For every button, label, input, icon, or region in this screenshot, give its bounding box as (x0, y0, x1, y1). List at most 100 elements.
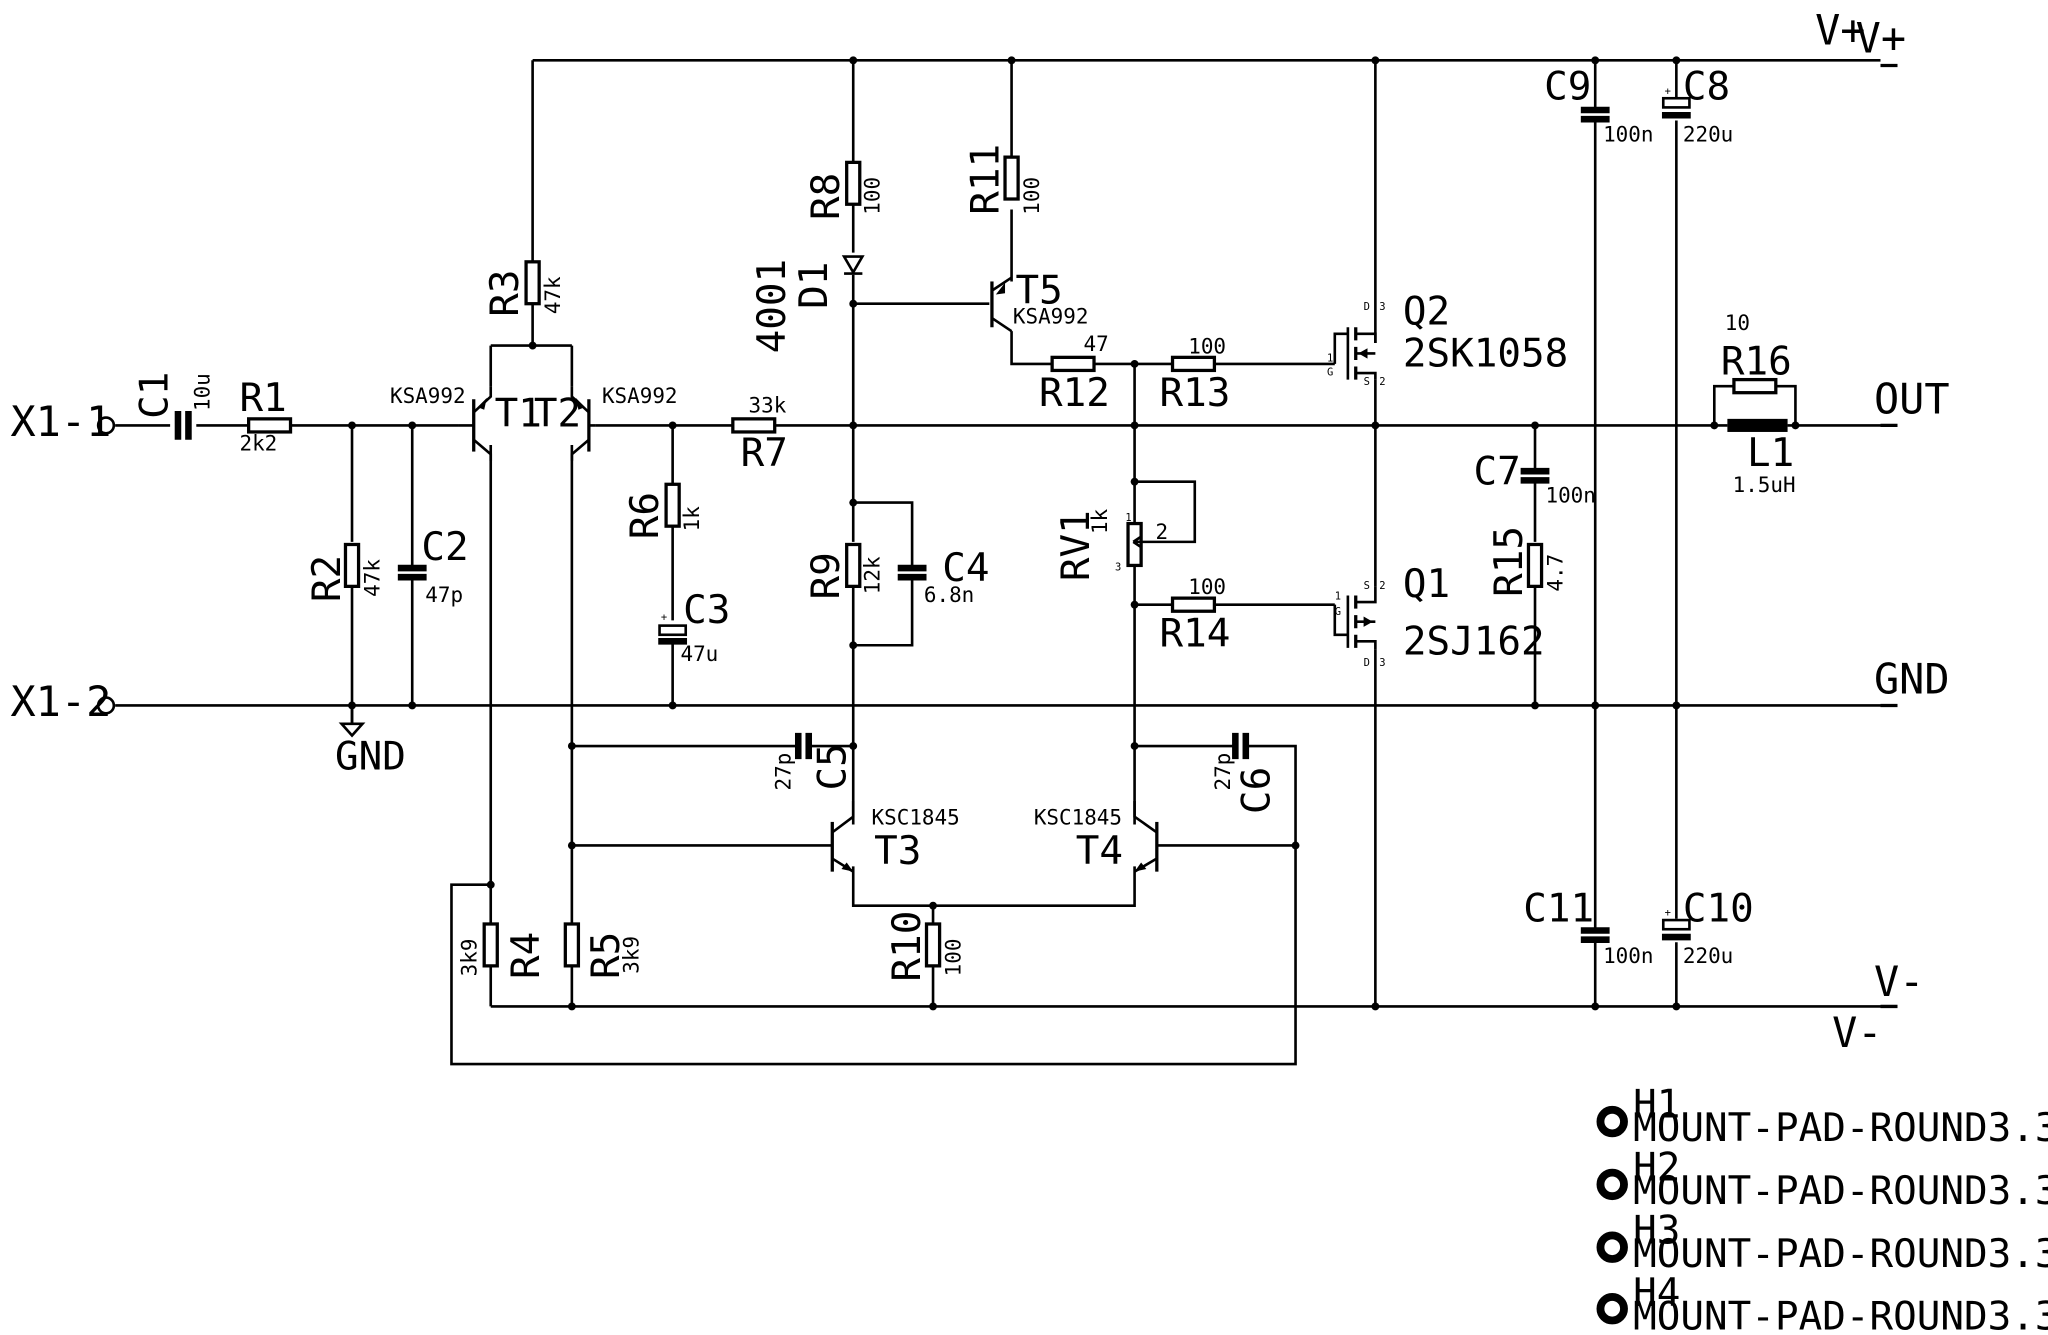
ref-r6: R6 (623, 492, 668, 539)
ref-r12: R12 (1039, 371, 1110, 416)
ref-r8: R8 (804, 173, 849, 220)
diode-d1-symbol (841, 255, 865, 275)
q2-pin-2: 2 (1379, 376, 1385, 388)
polarized-capacitor-symbols: + + + (658, 85, 1691, 941)
resistor-r6-symbol (664, 482, 681, 528)
q2-pin-g: G (1327, 367, 1333, 379)
ref-t4: T4 (1076, 829, 1123, 874)
resistor-r2-symbol (343, 542, 361, 589)
ref-r10: R10 (885, 911, 930, 982)
ref-r14: R14 (1159, 612, 1230, 657)
resistor-r5-symbol (563, 922, 581, 968)
terminal-x1-2-icon[interactable] (96, 696, 116, 715)
svg-text:+: + (661, 611, 667, 623)
value-c5: 27p (771, 753, 795, 791)
value-c11: 100n (1603, 944, 1653, 968)
net-label-vplus: V+ (1815, 6, 1865, 55)
ref-c6: C6 (1234, 767, 1279, 814)
value-t3: KSC1845 (872, 806, 960, 830)
value-r16: 10 (1725, 311, 1750, 335)
q1-pin-s: S (1364, 580, 1370, 592)
ref-r11: R11 (963, 144, 1008, 215)
ref-r5: R5 (584, 932, 629, 979)
transistor-t2-symbol (570, 386, 596, 461)
capacitor-symbols (174, 106, 1610, 943)
ref-d1: D1 (792, 262, 837, 309)
value-c8: 220u (1683, 122, 1733, 146)
q2-pin-s: S (1364, 376, 1370, 388)
ref-r1: R1 (239, 376, 286, 421)
ref-t3: T3 (874, 829, 921, 874)
value-c9: 100n (1603, 122, 1653, 146)
resistor-r9-symbol (845, 542, 862, 589)
rv1-pin-3: 3 (1115, 562, 1121, 574)
resistor-r16-symbol (1732, 377, 1778, 395)
ref-r7: R7 (741, 431, 788, 476)
ref-l1: L1 (1747, 431, 1794, 476)
value-h4: MOUNT-PAD-ROUND3.3 (1633, 1295, 2048, 1335)
value-rv1: 1k (1088, 508, 1112, 534)
ref-c10: C10 (1683, 886, 1754, 931)
resistor-r12-symbol (1050, 355, 1096, 373)
q2-pin-d: D (1364, 301, 1370, 313)
q1-pin-2: 2 (1379, 580, 1385, 592)
ref-h2: H2 (1633, 1145, 1680, 1190)
value-r2: 47k (361, 559, 385, 597)
mosfet-q2-symbol (1333, 327, 1377, 380)
ref-c11: C11 (1523, 886, 1594, 931)
ref-h3: H3 (1633, 1208, 1680, 1253)
net-label-out: OUT (1874, 375, 1950, 424)
svg-text:+: + (1665, 85, 1671, 97)
value-d1: 4001 (750, 259, 795, 354)
ref-c4: C4 (942, 546, 989, 591)
net-label-x1-2: X1-2 (10, 677, 111, 726)
resistor-r15-symbol (1526, 542, 1544, 589)
value-r4: 3k9 (457, 939, 481, 977)
terminal-x1-1-icon[interactable] (96, 416, 116, 435)
value-r11: 100 (1020, 177, 1044, 215)
ground-symbol-icon (338, 722, 366, 738)
q1-pin-3: 3 (1379, 657, 1385, 669)
value-q2: 2SK1058 (1403, 332, 1568, 377)
value-c10: 220u (1683, 944, 1733, 968)
ref-t1: T1 (495, 392, 542, 437)
ref-c3: C3 (683, 588, 730, 633)
ref-r9: R9 (804, 552, 849, 599)
value-t2: KSA992 (602, 384, 678, 408)
value-c7: 100n (1545, 484, 1595, 508)
value-c4: 6.8n (924, 583, 974, 607)
value-c2: 47p (425, 583, 463, 607)
value-h1: MOUNT-PAD-ROUND3.3 (1633, 1106, 2048, 1151)
net-label-gnd: GND (1874, 655, 1950, 704)
transistor-t1-symbol (458, 386, 493, 461)
q1-pin-1: 1 (1335, 590, 1341, 602)
transistor-t3-symbol (830, 800, 855, 873)
ref-r2: R2 (305, 555, 350, 602)
resistor-r3-symbol (524, 260, 541, 306)
ref-c8: C8 (1683, 65, 1730, 110)
value-c3: 47u (680, 642, 718, 666)
ref-q1: Q1 (1403, 562, 1450, 607)
ref-c2: C2 (421, 525, 468, 570)
net-label-x1-1: X1-1 (10, 397, 111, 446)
net-label-vminus: V- (1874, 957, 1924, 1006)
value-h3: MOUNT-PAD-ROUND3.3 (1633, 1232, 2048, 1277)
ref-c9: C9 (1544, 65, 1591, 110)
mosfet-q1-symbol (1333, 586, 1377, 650)
ref-c1: C1 (133, 372, 178, 419)
mounting-hole-pads (1596, 1105, 1628, 1325)
inductor-l1-symbol (1727, 418, 1788, 432)
ref-h1: H1 (1633, 1083, 1680, 1128)
value-t5: KSA992 (1013, 304, 1089, 328)
resistor-r8-symbol (845, 160, 862, 206)
value-l1: 1.5uH (1733, 473, 1796, 497)
value-r6: 1k (680, 506, 704, 532)
q1-pin-g: G (1335, 606, 1341, 618)
value-t4: KSC1845 (1034, 806, 1122, 830)
resistor-r10-symbol (924, 922, 942, 968)
rv1-wiper-arrow (1132, 535, 1143, 549)
ref-t5: T5 (1015, 269, 1062, 314)
value-r13: 100 (1188, 334, 1226, 358)
svg-text:+: + (1665, 907, 1671, 919)
resistor-r13-symbol (1170, 355, 1217, 373)
